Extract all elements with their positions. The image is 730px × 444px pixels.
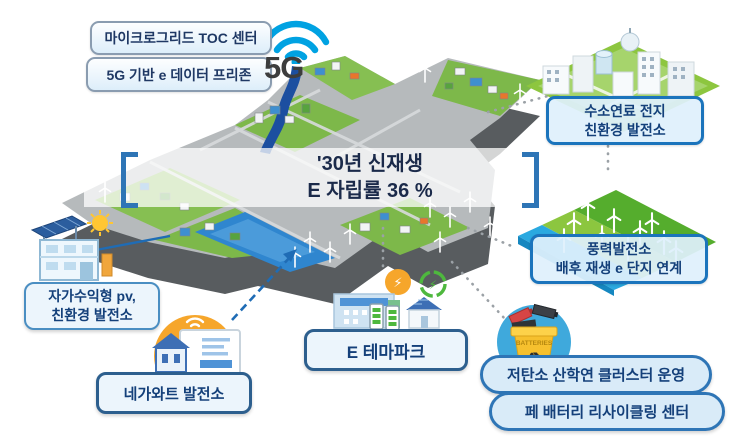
microgrid-toc-box: 마이크로그리드 TOC 센터 [90,21,272,55]
plant-buildings [542,28,695,97]
recycle-energy-icon: ⚡ [419,270,447,298]
center-banner-band [84,148,570,207]
svg-text:⚡: ⚡ [429,278,437,292]
battery-recycle-callout: 페 배터리 리사이클링 센터 [489,392,725,431]
battery-icons [369,303,400,331]
wind-callout: 풍력발전소 배후 재생 e 단지 연계 [530,234,708,284]
bracket-left [121,152,138,208]
banner-line1: '30년 신재생 [316,153,424,175]
pv-callout: 자가수익형 pv, 친환경 발전소 [24,282,160,330]
cluster-label: 저탄소 산학연 클러스터 운영 [506,367,686,384]
pv-line1: 자가수익형 pv, [48,288,136,304]
negawatt-label: 네가와트 발전소 [123,385,225,403]
banner-line2: E 자립률 36 % [307,180,433,202]
5g-label: 5G [264,50,304,85]
hydrogen-callout: 수소연료 전지 친환경 발전소 [546,96,704,145]
map-waterway-highlight [210,219,315,262]
theme-park-callout: E 테마파크 [304,329,468,371]
svg-text:⚡: ⚡ [393,275,402,290]
bracket-right [522,152,539,208]
center-banner-text: '30년 신재생 E 자립률 36 % [170,151,570,205]
bin-text: BATTERIES [516,340,553,347]
battery-recycle-label: 페 배터리 리사이클링 센터 [524,404,690,421]
hydrogen-line1: 수소연료 전지 [584,102,666,119]
data-freezone-label: 5G 기반 e 데이터 프리존 [106,66,252,83]
negawatt-callout: 네가와트 발전소 [96,372,252,414]
hydrogen-line2: 친환경 발전소 [584,121,666,138]
pv-line2: 친환경 발전소 [51,307,133,323]
solar-house-icon [406,297,442,329]
wind-line1: 풍력발전소 [586,241,652,257]
wind-line2: 배후 재생 e 단지 연계 [555,260,683,276]
sun-icon [87,210,113,236]
cluster-callout: 저탄소 산학연 클러스터 운영 [480,355,712,394]
theme-park-icon: ⚡ ⚡ [333,269,447,331]
theme-park-label: E 테마파크 [346,342,426,362]
map-river [260,66,302,154]
connector-map-hydrogen [486,94,550,114]
connector-map-wind [466,226,516,249]
data-freezone-box: 5G 기반 e 데이터 프리존 [86,57,272,92]
small-wifi-icon [185,317,205,328]
arrowhead [283,249,297,262]
solar-pv-building-icon [30,210,113,281]
connector-negawatt-arrow [231,255,292,321]
lightning-badge-icon: ⚡ [385,269,411,295]
rooftop-solar-panel [30,215,88,239]
microgrid-toc-label: 마이크로그리드 TOC 센터 [104,30,258,46]
